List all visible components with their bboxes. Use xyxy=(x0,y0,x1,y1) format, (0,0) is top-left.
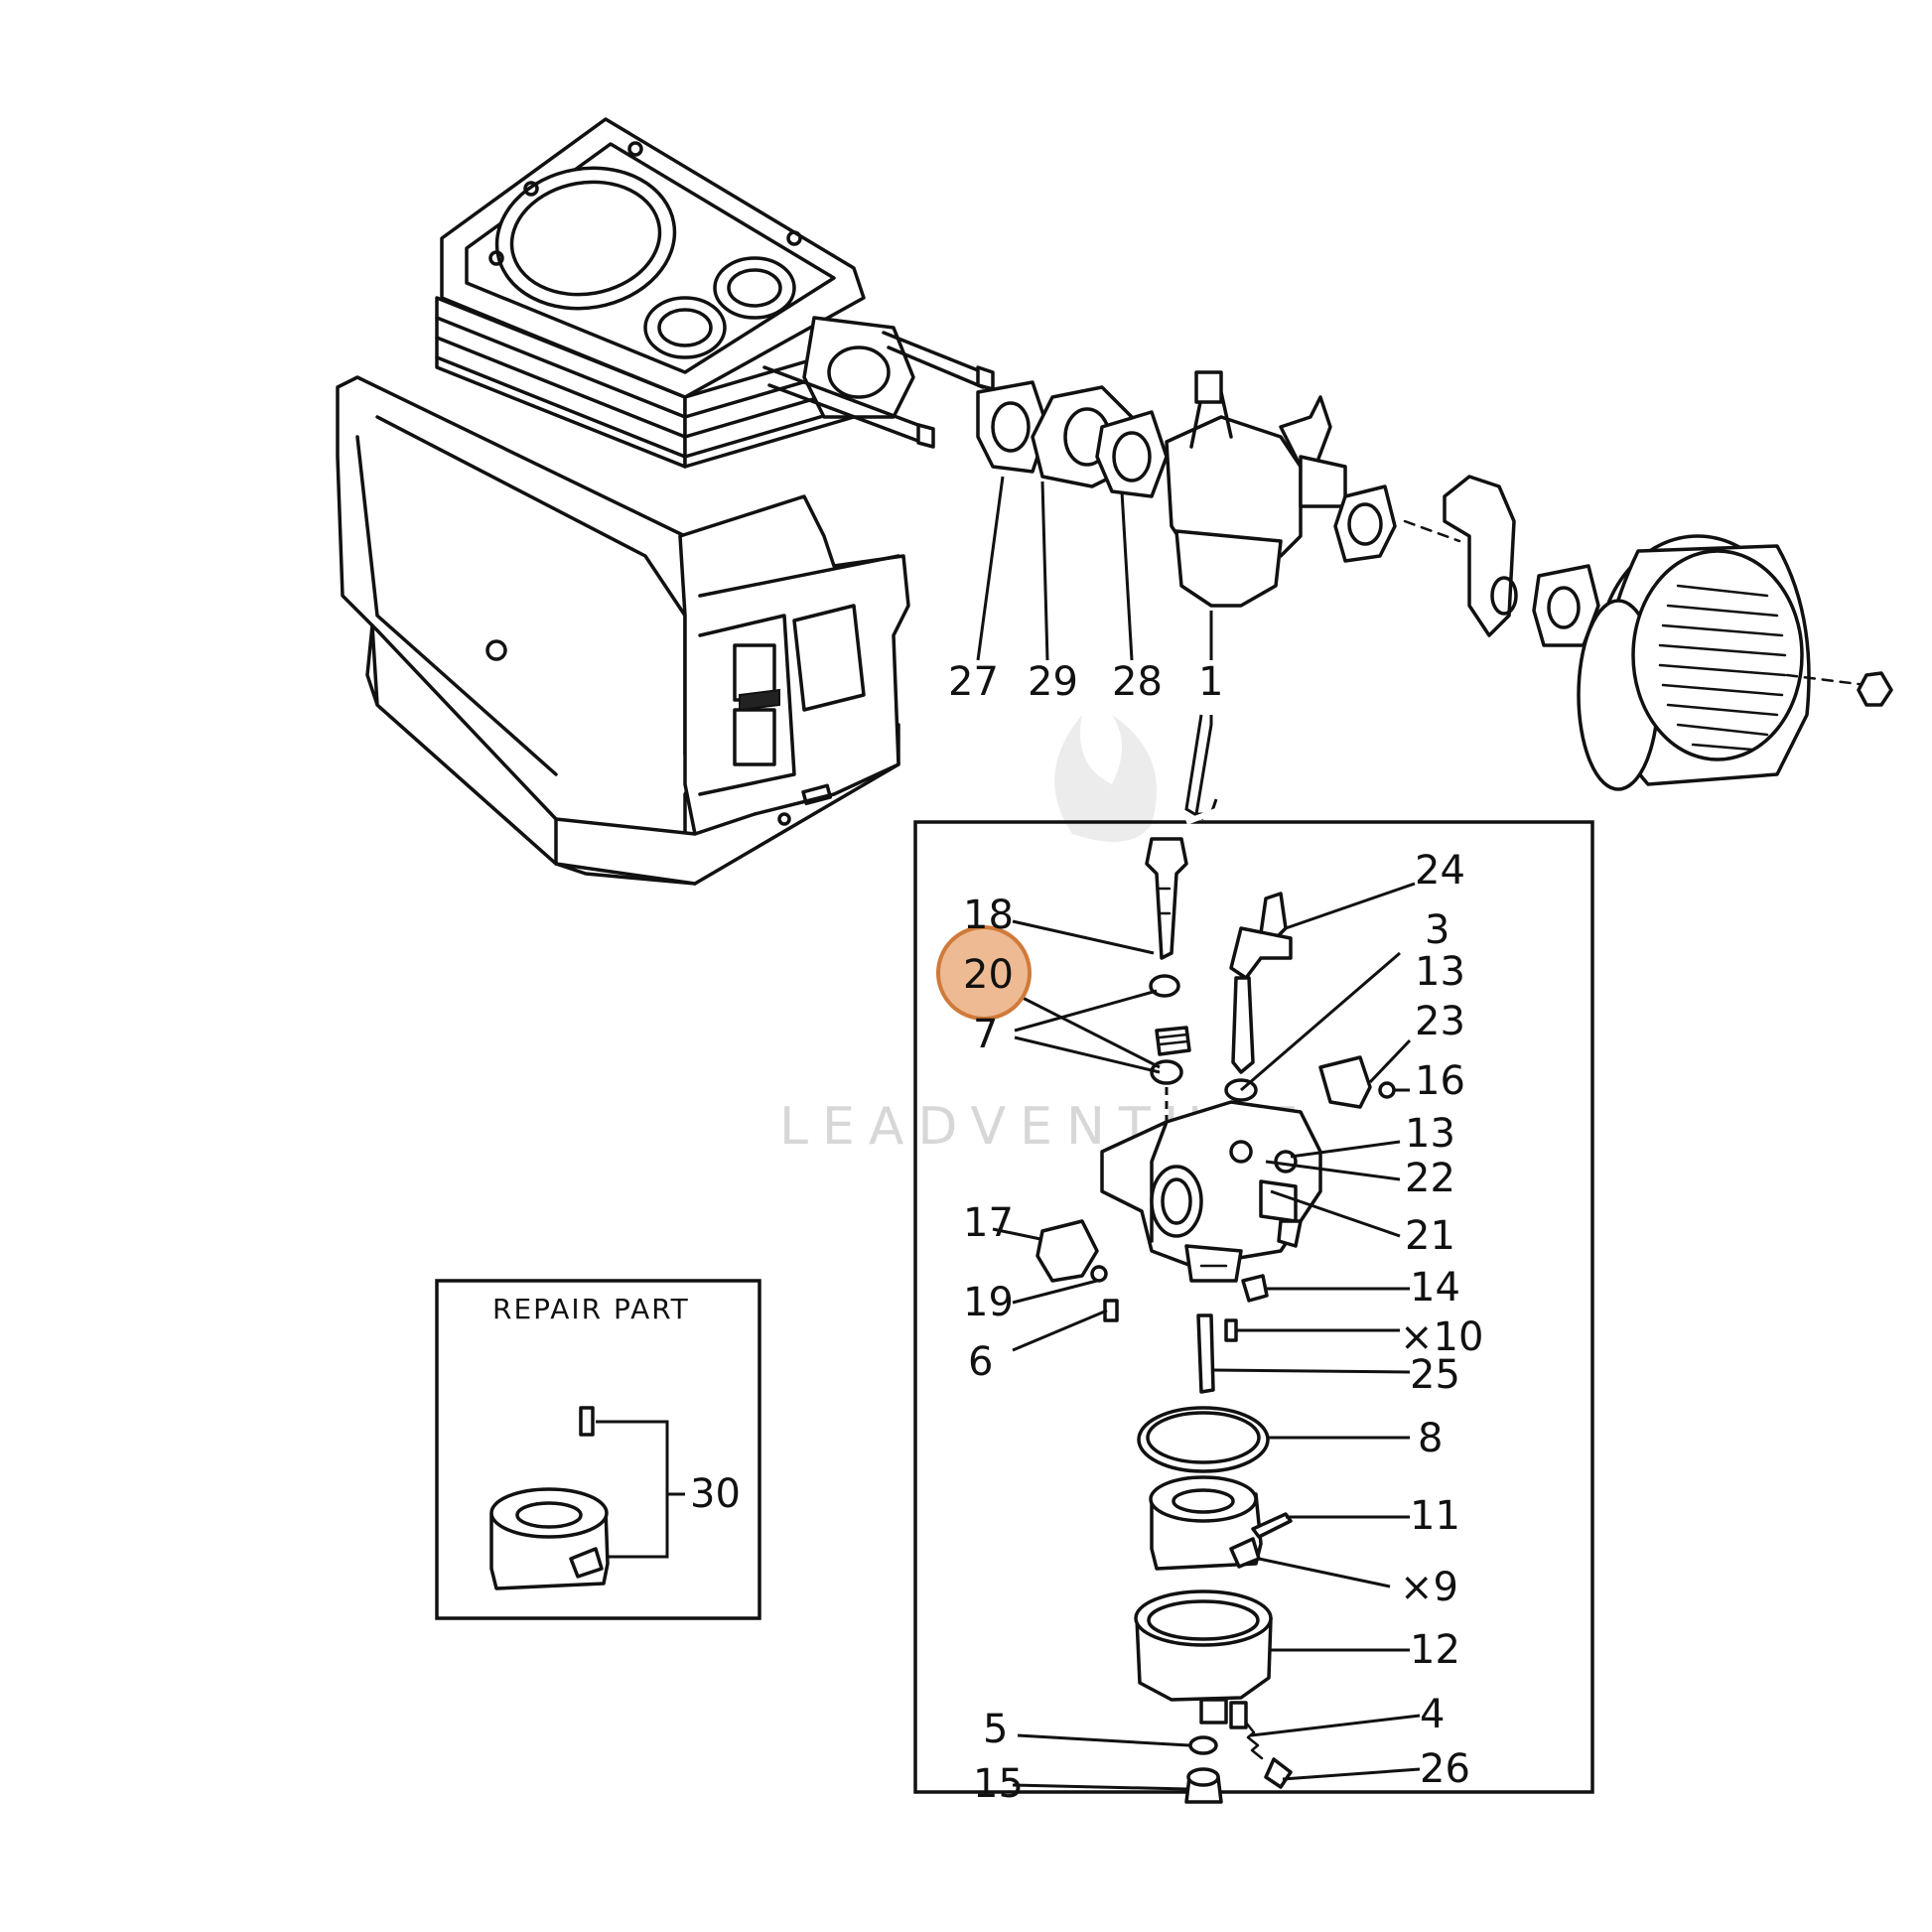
cover-vents xyxy=(1658,584,1787,752)
highlight-marker-20 xyxy=(936,925,1032,1021)
callout-22: 22 xyxy=(1405,1156,1455,1201)
air-cleaner-cover xyxy=(1577,534,1893,791)
intake-gasket-28 xyxy=(1095,410,1169,498)
callout-25: 25 xyxy=(1410,1352,1460,1398)
callout-7: 7 xyxy=(973,1012,998,1057)
detail-leaders xyxy=(992,882,1421,1791)
callout-13-lower: 13 xyxy=(1405,1111,1455,1157)
callout-27: 27 xyxy=(948,659,999,705)
callout-26: 26 xyxy=(1420,1746,1470,1792)
callout-5: 5 xyxy=(983,1707,1008,1752)
callout-11: 11 xyxy=(1410,1493,1460,1539)
callout-20: 20 xyxy=(963,952,1014,998)
repair-part-title: REPAIR PART xyxy=(492,1293,690,1325)
callout-21: 21 xyxy=(1405,1213,1455,1259)
callout-17: 17 xyxy=(963,1200,1014,1246)
callout-15: 15 xyxy=(973,1761,1024,1807)
carburetor-detail-box xyxy=(913,820,1594,1794)
watermark-logo xyxy=(1054,715,1157,842)
top-callouts: 27 29 28 1 xyxy=(948,476,1223,705)
callout-23: 23 xyxy=(1415,999,1465,1044)
callout-8: 8 xyxy=(1418,1416,1443,1461)
callout-16: 16 xyxy=(1415,1058,1465,1104)
callout-12: 12 xyxy=(1410,1627,1460,1673)
callout-3: 3 xyxy=(1425,907,1449,953)
carburetor-exploded-view xyxy=(1035,837,1396,1804)
intake-gasket-27 xyxy=(976,380,1049,474)
callout-13-upper: 13 xyxy=(1415,949,1465,995)
carburetor-assembly-top xyxy=(1165,370,1397,608)
callout-10: ×10 xyxy=(1400,1314,1483,1360)
callout-9: ×9 xyxy=(1400,1565,1458,1610)
callout-29: 29 xyxy=(1028,659,1078,705)
air-cleaner-bracket xyxy=(1403,475,1600,647)
repair-part-box: REPAIR PART 30 xyxy=(435,1279,761,1620)
callout-6: 6 xyxy=(968,1339,993,1385)
callout-1: 1 xyxy=(1198,659,1223,705)
detail-callouts: 18 20 7 24 3 13 23 16 13 22 21 17 14 19 … xyxy=(963,848,1483,1807)
callout-14: 14 xyxy=(1410,1265,1460,1311)
engine-block xyxy=(336,117,995,886)
callout-18: 18 xyxy=(963,893,1014,938)
callout-24: 24 xyxy=(1415,848,1465,894)
callout-28: 28 xyxy=(1112,659,1163,705)
callout-30: 30 xyxy=(690,1471,741,1517)
callout-4: 4 xyxy=(1420,1692,1445,1737)
callout-19: 19 xyxy=(963,1280,1014,1325)
